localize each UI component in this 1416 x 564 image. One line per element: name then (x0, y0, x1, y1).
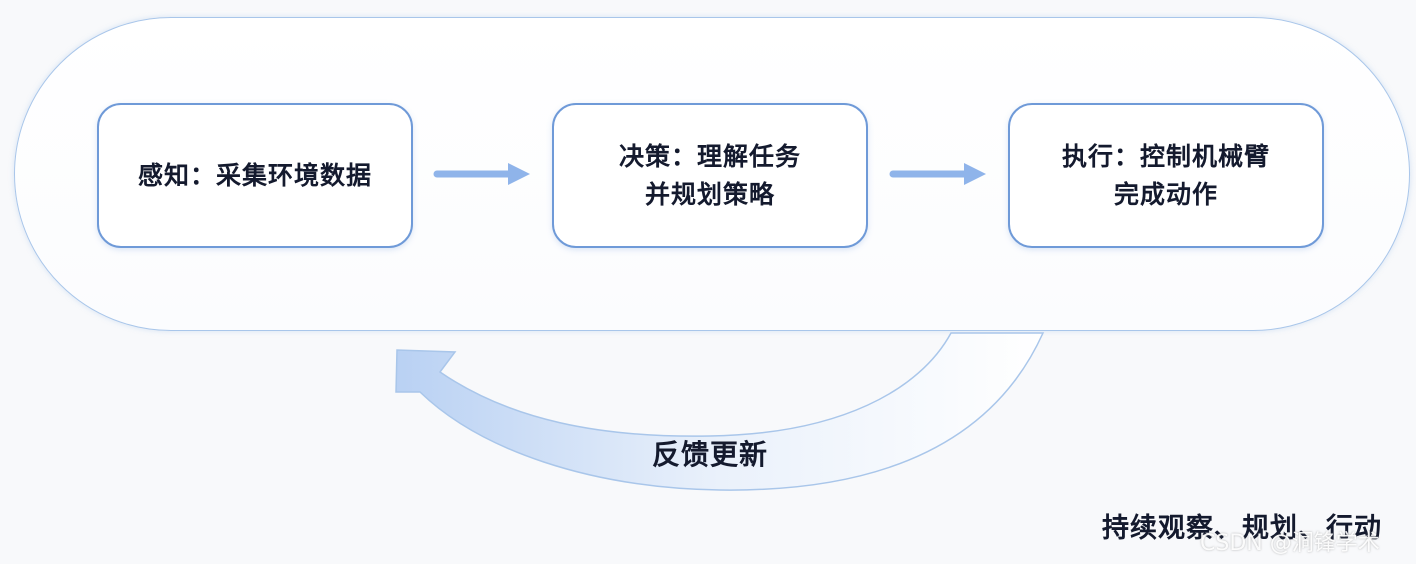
step-decide-box: 决策：理解任务 并规划策略 (552, 103, 868, 248)
step-decide-label-line1: 决策：理解任务 (618, 141, 801, 171)
feedback-label: 反馈更新 (651, 438, 768, 471)
right-arrow-icon (889, 163, 986, 185)
step-execute-box: 执行：控制机械臂 完成动作 (1008, 103, 1324, 248)
curved-return-arrow-icon (395, 332, 1045, 491)
step-decide-label-line2: 并规划策略 (644, 179, 775, 209)
watermark: CSDN @洞锋学术 (1200, 531, 1380, 556)
step-execute-label-line2: 完成动作 (1113, 179, 1218, 209)
step-execute-label-line1: 执行：控制机械臂 (1061, 141, 1270, 171)
step-perceive-label: 感知：采集环境数据 (137, 160, 372, 190)
right-arrow-icon (433, 163, 530, 185)
step-perceive-box: 感知：采集环境数据 (97, 103, 413, 248)
cycle-caption: 持续观察、规划、行动 (1102, 513, 1382, 544)
